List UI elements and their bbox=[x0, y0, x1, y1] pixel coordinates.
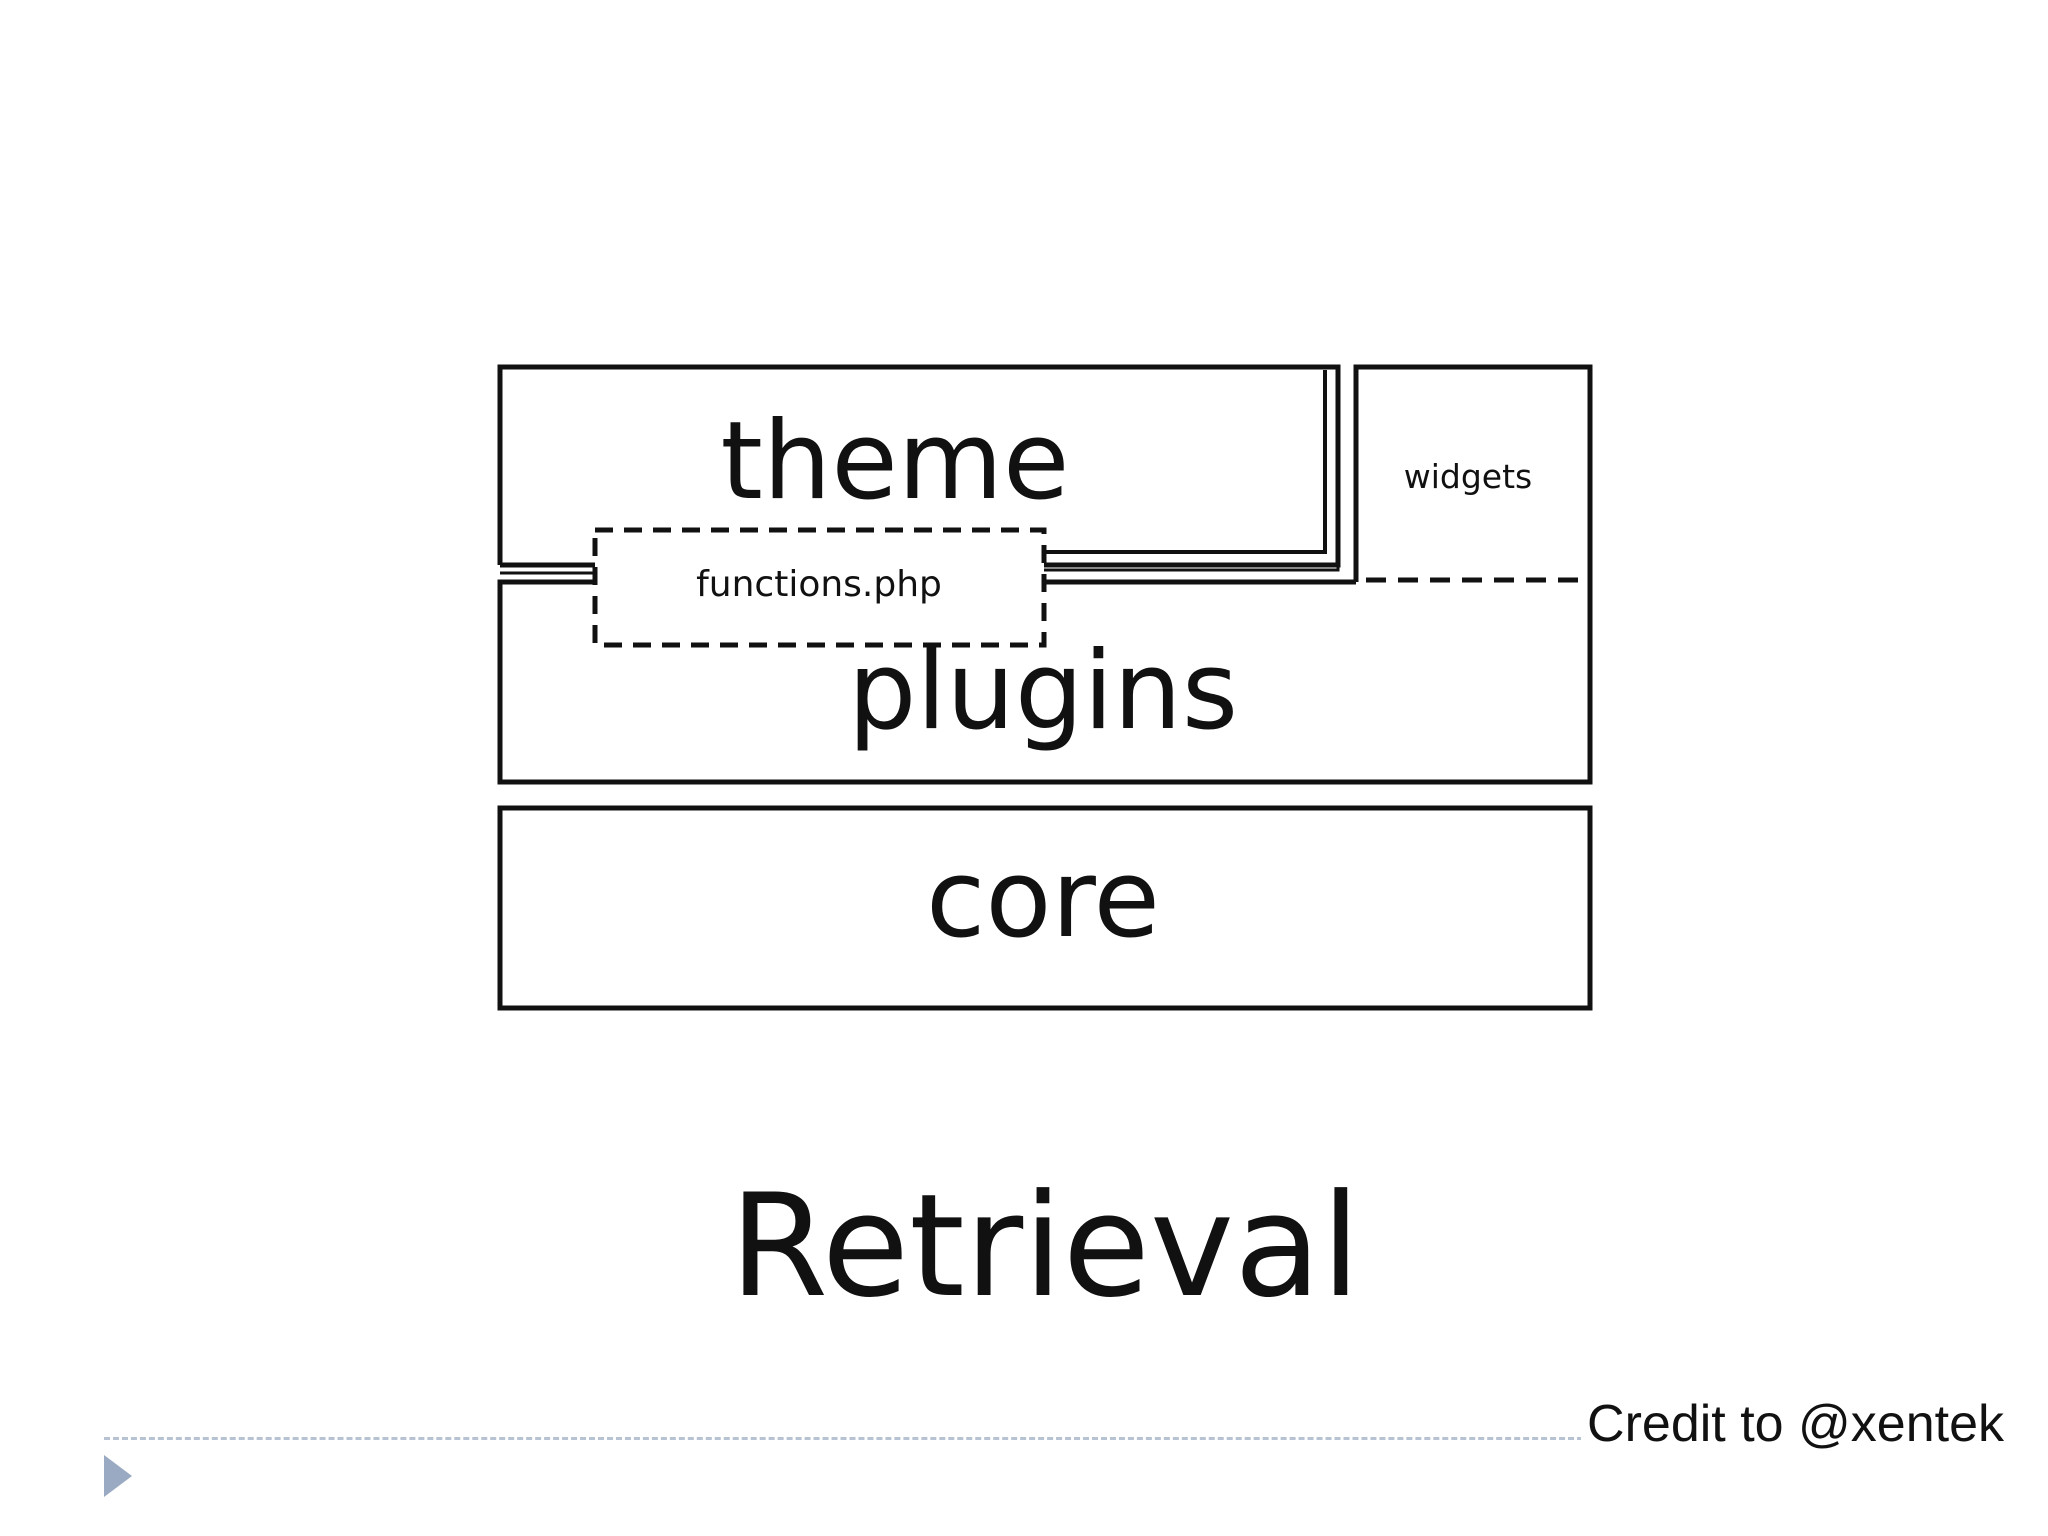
plugins-box bbox=[497, 565, 1593, 785]
widgets-label: widgets bbox=[1404, 457, 1533, 496]
core-box bbox=[497, 805, 1593, 1011]
functions-php-box bbox=[592, 527, 1047, 648]
theme-box bbox=[497, 364, 1341, 568]
retrieval-caption: Retrieval bbox=[729, 1164, 1360, 1329]
credit-text: Credit to @xentek bbox=[1581, 1394, 2004, 1454]
theme-label: theme bbox=[721, 399, 1070, 524]
core-label: core bbox=[926, 837, 1160, 962]
functions-php-label: functions.php bbox=[696, 564, 942, 605]
plugins-label: plugins bbox=[848, 629, 1238, 754]
triangle-bullet-icon bbox=[104, 1455, 132, 1497]
footer-divider bbox=[104, 1437, 1592, 1440]
widgets-box bbox=[1353, 364, 1593, 583]
